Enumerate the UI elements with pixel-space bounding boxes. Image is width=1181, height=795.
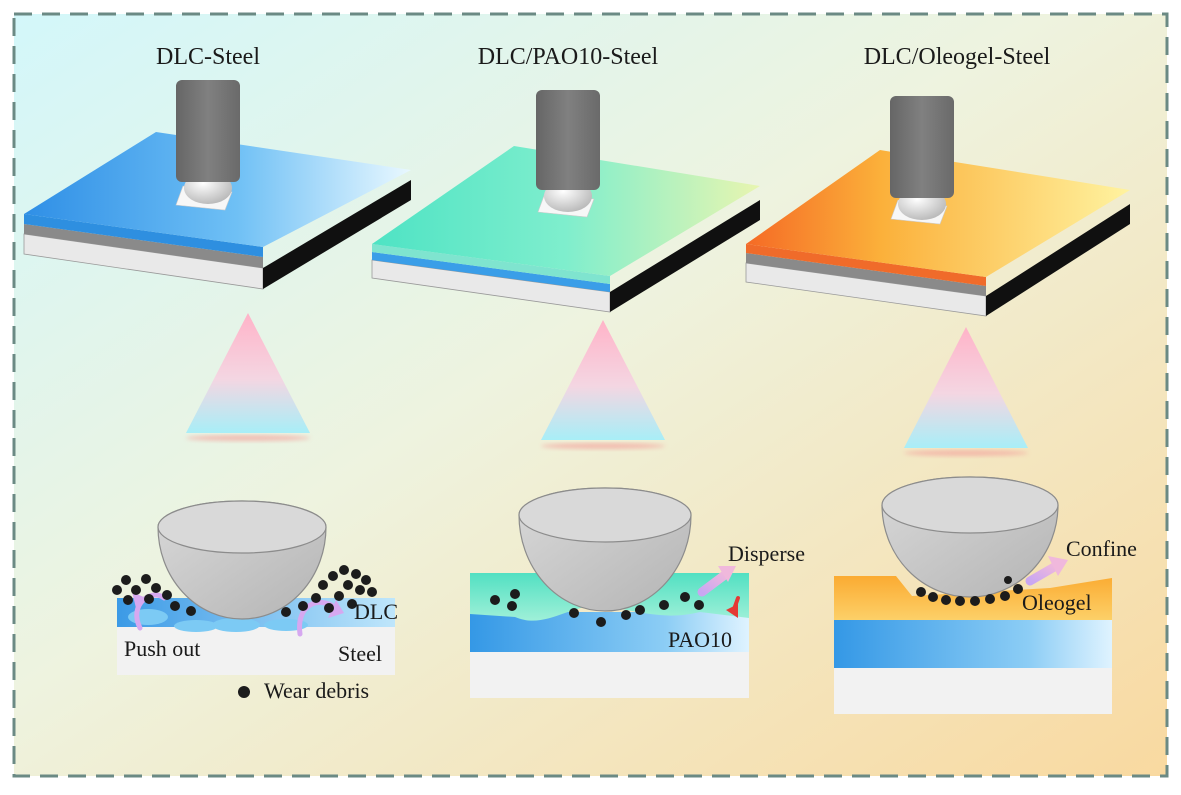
transition-triangle: [904, 327, 1028, 456]
blue-layer: [470, 612, 749, 652]
confine-arrow: [1025, 556, 1068, 586]
steel-layer: [470, 652, 749, 698]
panel-title: DLC/Oleogel-Steel: [864, 44, 1051, 70]
panel-title: DLC-Steel: [156, 44, 260, 70]
indenter: [175, 80, 240, 211]
debris-cluster: [112, 565, 377, 617]
panel-dlc-steel: DLC-Steel: [23, 44, 411, 703]
panel-title: DLC/PAO10-Steel: [478, 44, 659, 70]
panel-dlc-pao10-steel: DLC/PAO10-Steel: [371, 44, 805, 698]
transition-triangle: [186, 313, 310, 441]
panel-dlc-oleogel-steel: DLC/Oleogel-Steel: [745, 44, 1137, 714]
indenter: [536, 90, 600, 218]
transition-triangle: [541, 320, 665, 449]
red-arrow: [726, 596, 740, 618]
layer-label-steel: Steel: [338, 641, 382, 666]
action-label-push-out: Push out: [124, 636, 200, 661]
layer-label-pao10: PAO10: [668, 627, 732, 652]
disperse-arrow: [697, 566, 736, 597]
steel-layer: [117, 627, 395, 675]
tribo-section-dlc: DLC Steel Push out Wear debris: [112, 500, 398, 703]
layer-label-oleogel: Oleogel: [1022, 590, 1092, 615]
tribo-section-pao10: Disperse PAO10: [470, 487, 805, 698]
blue-layer: [834, 620, 1112, 668]
debris-confined: [916, 576, 1023, 606]
indenter: [890, 96, 954, 225]
layer-label-dlc: DLC: [354, 599, 398, 624]
steel-layer: [834, 668, 1112, 714]
wear-debris-legend-dot: [238, 686, 250, 698]
legend-wear-debris: Wear debris: [264, 678, 369, 703]
action-label-disperse: Disperse: [728, 541, 805, 566]
tribo-section-oleogel: Confine Oleogel: [834, 476, 1137, 714]
debris-dispersed: [490, 589, 704, 627]
dashed-frame: [12, 12, 1169, 778]
action-label-confine: Confine: [1066, 536, 1137, 561]
